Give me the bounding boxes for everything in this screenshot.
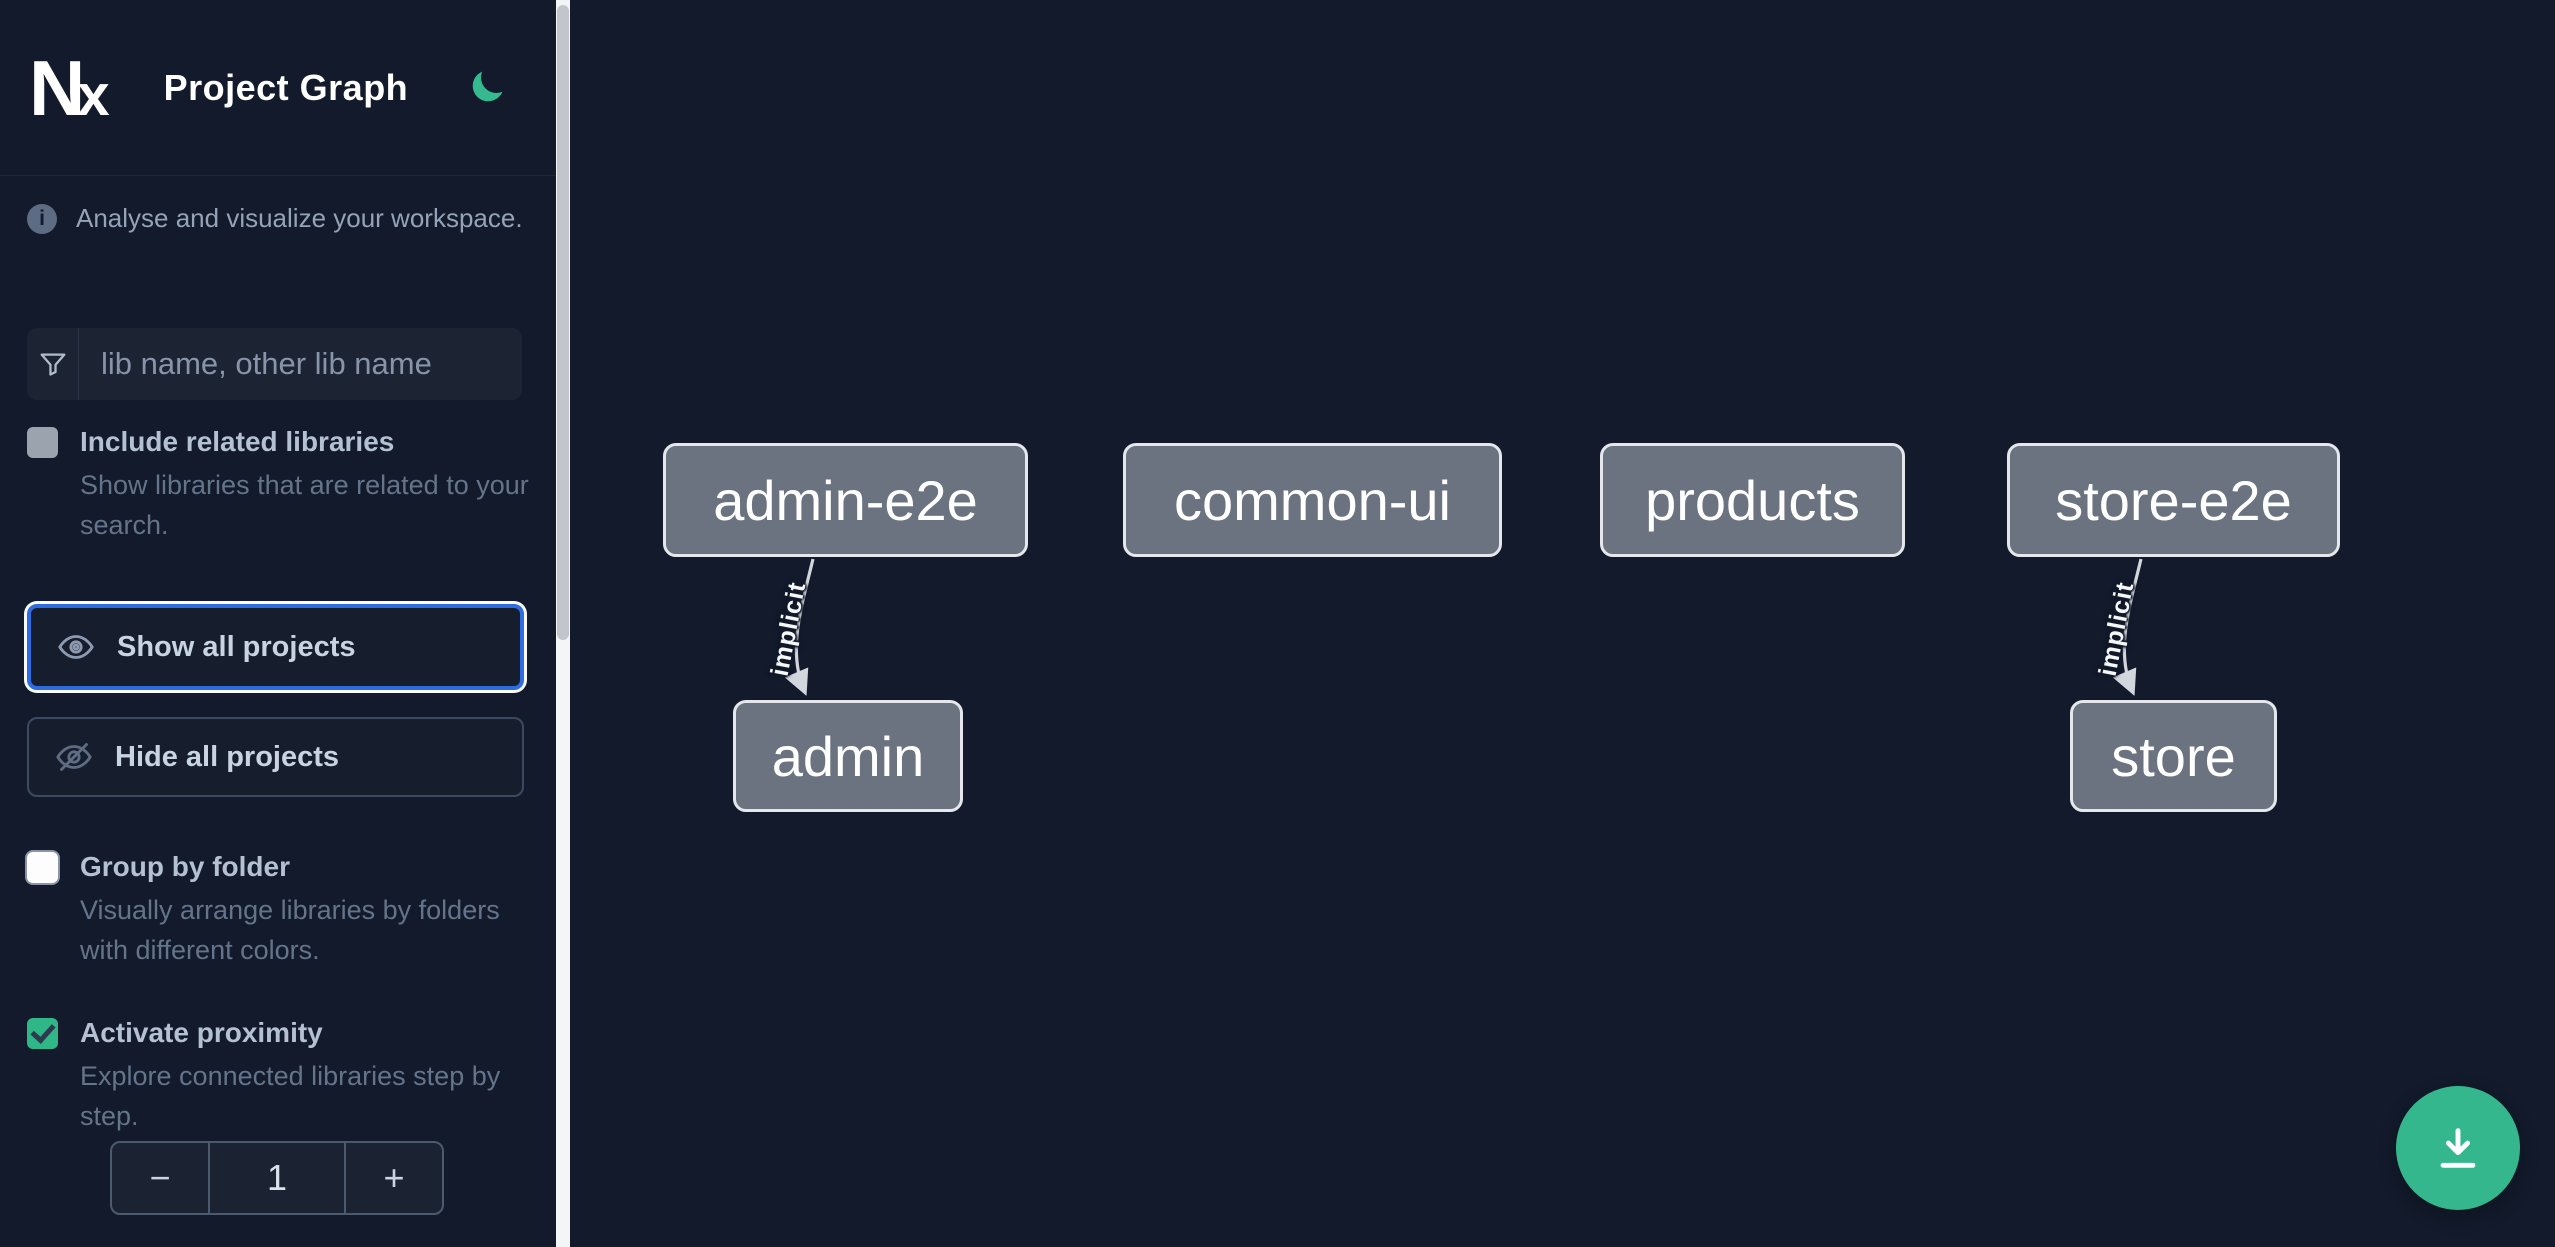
theme-toggle-moon-icon[interactable] [468, 68, 506, 106]
graph-node-products[interactable]: products [1600, 443, 1905, 557]
funnel-filter-icon [27, 328, 79, 400]
graph-node-admin[interactable]: admin [733, 700, 963, 812]
proximity-increment-button[interactable]: + [346, 1143, 442, 1213]
moon-icon [472, 71, 503, 102]
nx-logo-letter-n: N [29, 43, 85, 132]
dependency-edges [784, 558, 2143, 696]
eye-icon [56, 627, 96, 667]
include-related-checkbox[interactable] [27, 427, 58, 458]
info-icon: i [27, 203, 57, 234]
eye-slash-icon [54, 737, 94, 777]
graph-node-common-ui[interactable]: common-ui [1123, 443, 1502, 557]
graph-node-store[interactable]: store [2070, 700, 2277, 812]
hide-all-projects-label: Hide all projects [115, 740, 340, 773]
group-by-folder-option: Group by folder Visually arrange librari… [27, 850, 527, 970]
workspace-tagline: i Analyse and visualize your workspace. [27, 203, 523, 234]
page-title: Project Graph [163, 66, 409, 108]
filter-field [27, 328, 522, 400]
include-related-description: Show libraries that are related to your … [80, 470, 529, 540]
include-related-label: Include related libraries [80, 426, 395, 457]
proximity-value[interactable]: 1 [208, 1143, 346, 1213]
graph-node-admin-e2e[interactable]: admin-e2e [663, 443, 1028, 557]
activate-proximity-label: Activate proximity [80, 1017, 323, 1048]
sidebar: N x Project Graph i Analyse and visualiz… [0, 0, 570, 1247]
nx-logo-letter-x: x [77, 62, 110, 128]
graph-node-store-e2e[interactable]: store-e2e [2007, 443, 2340, 557]
proximity-stepper: − 1 + [110, 1141, 444, 1215]
sidebar-scrollbar-thumb[interactable] [557, 5, 569, 640]
include-related-option: Include related libraries Show libraries… [27, 425, 529, 545]
activate-proximity-description: Explore connected libraries step by step… [80, 1061, 501, 1131]
sidebar-header: N x Project Graph [0, 0, 556, 176]
filter-input[interactable] [79, 328, 522, 400]
group-by-folder-description: Visually arrange libraries by folders wi… [80, 895, 500, 965]
download-icon [2440, 1128, 2476, 1168]
edge-store-e2e-to-store [2112, 558, 2143, 696]
graph-canvas[interactable]: implicit implicit admin-e2e common-ui pr… [570, 0, 2555, 1247]
tagline-text: Analyse and visualize your workspace. [76, 203, 523, 233]
proximity-decrement-button[interactable]: − [112, 1143, 208, 1213]
sidebar-scrollbar-track [556, 0, 570, 1247]
group-by-folder-label: Group by folder [80, 851, 290, 882]
activate-proximity-checkbox[interactable] [27, 1018, 58, 1049]
group-by-folder-checkbox[interactable] [27, 852, 58, 883]
show-all-projects-button[interactable]: Show all projects [27, 604, 524, 690]
edge-admin-e2e-to-admin [784, 558, 815, 696]
nx-logo: N x [29, 49, 110, 127]
activate-proximity-option: Activate proximity Explore connected lib… [27, 1016, 527, 1136]
hide-all-projects-button[interactable]: Hide all projects [27, 717, 524, 797]
show-all-projects-label: Show all projects [117, 630, 356, 663]
download-image-button[interactable] [2396, 1086, 2520, 1210]
